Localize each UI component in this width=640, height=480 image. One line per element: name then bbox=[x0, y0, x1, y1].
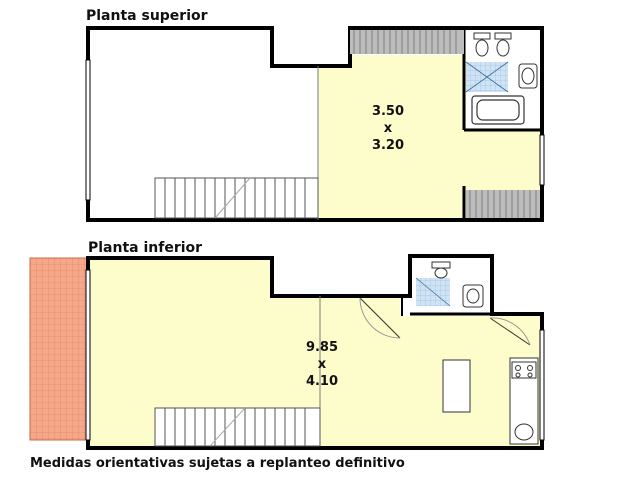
lower-staircase bbox=[154, 407, 321, 447]
upper-bathtub-icon bbox=[471, 95, 525, 125]
upper-bidet-icon bbox=[494, 32, 512, 57]
lower-door-swing bbox=[359, 297, 531, 346]
kitchen-sink-icon bbox=[514, 423, 534, 441]
upper-dimension-separator: x bbox=[383, 121, 393, 136]
lower-dimension-depth: 4.10 bbox=[305, 374, 339, 389]
upper-dimension-depth: 3.20 bbox=[371, 138, 405, 153]
lower-floor-plan bbox=[29, 254, 545, 450]
cooktop-icon bbox=[511, 361, 537, 379]
upper-toilet-icon bbox=[473, 32, 491, 57]
lower-toilet-icon bbox=[431, 261, 451, 279]
kitchen-island bbox=[442, 359, 471, 413]
lower-dimension-width: 9.85 bbox=[305, 340, 339, 355]
upper-window-hatch bbox=[350, 30, 540, 218]
lower-floor-title: Planta inferior bbox=[88, 240, 203, 256]
terrace bbox=[29, 257, 89, 441]
upper-dimension-width: 3.50 bbox=[371, 104, 405, 119]
upper-sink-icon bbox=[518, 63, 538, 89]
upper-bedroom-floor bbox=[318, 55, 540, 218]
upper-floor-title: Planta superior bbox=[86, 8, 208, 24]
lower-living-floor bbox=[90, 260, 542, 446]
upper-staircase bbox=[154, 177, 319, 219]
lower-dimension: 9.85 x 4.10 bbox=[300, 339, 344, 390]
lower-sink-icon bbox=[462, 284, 484, 308]
footnote: Medidas orientativas sujetas a replanteo… bbox=[30, 456, 405, 471]
lower-outer-wall bbox=[86, 254, 544, 450]
upper-floor-plan bbox=[85, 26, 545, 222]
lower-dimension-separator: x bbox=[317, 357, 327, 372]
upper-dimension: 3.50 x 3.20 bbox=[368, 103, 408, 154]
